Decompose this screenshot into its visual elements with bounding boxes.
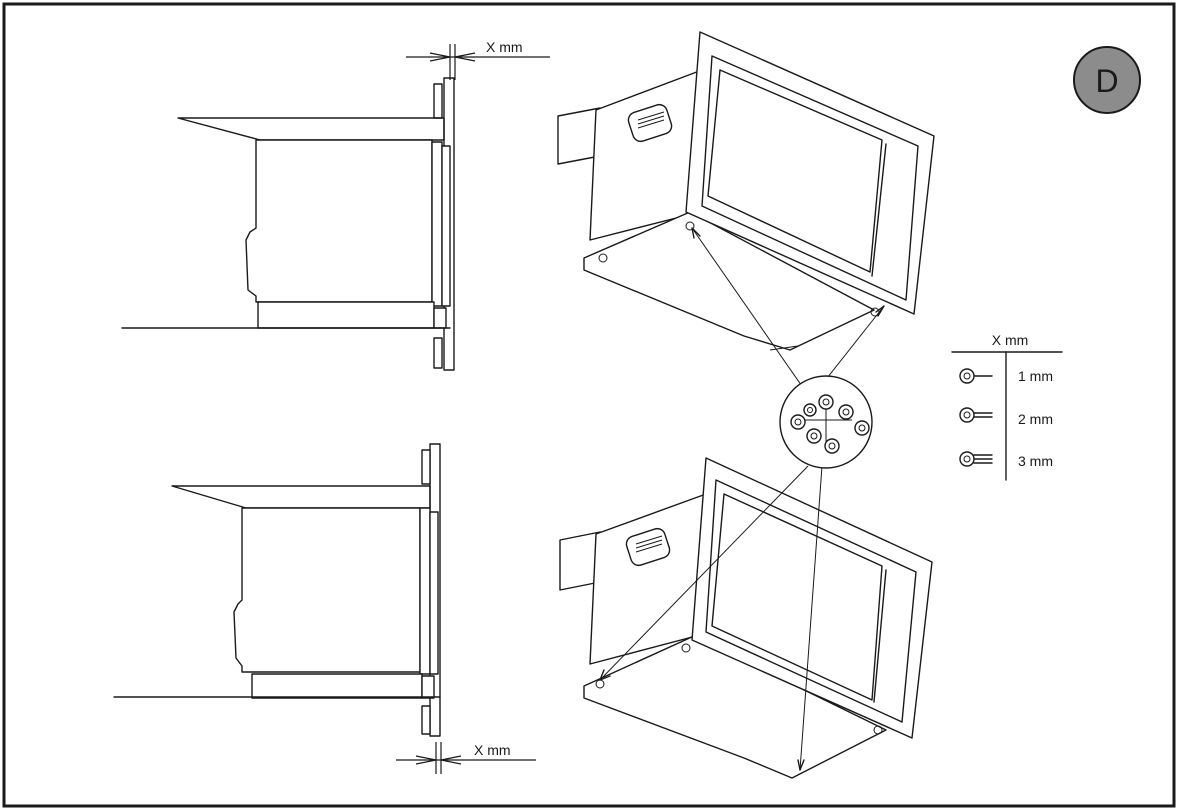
legend-header: X mm <box>992 332 1029 348</box>
legend-row-3mm: 3 mm <box>959 451 1053 469</box>
legend-label-2mm: 2 mm <box>1018 411 1053 427</box>
step-badge-letter: D <box>1095 63 1118 99</box>
appliance-body-top <box>245 139 433 303</box>
legend-label-3mm: 3 mm <box>1018 453 1053 469</box>
appliance-body-bottom <box>233 507 421 673</box>
legend-row-2mm: 2 mm <box>959 407 1053 427</box>
display-window-top <box>707 69 883 273</box>
dimension-label-top: X mm <box>486 39 523 55</box>
legend-label-1mm: 1 mm <box>1018 368 1053 384</box>
iso-view-bottom <box>559 457 933 779</box>
side-view-top: X mm <box>121 39 550 371</box>
washer-1mm-icon <box>959 368 993 384</box>
washer-2mm-icon <box>959 407 993 423</box>
display-window-bottom <box>711 493 883 701</box>
step-badge: D <box>1073 46 1141 114</box>
legend-row-1mm: 1 mm <box>959 368 1053 384</box>
side-view-bottom: X mm <box>113 443 536 774</box>
washer-detail-circle <box>779 375 873 469</box>
iso-view-top <box>557 31 935 393</box>
washer-3mm-icon <box>959 451 993 467</box>
dimension-label-bottom: X mm <box>474 742 511 758</box>
washer-legend: X mm 1 mm 2 mm <box>951 332 1063 481</box>
